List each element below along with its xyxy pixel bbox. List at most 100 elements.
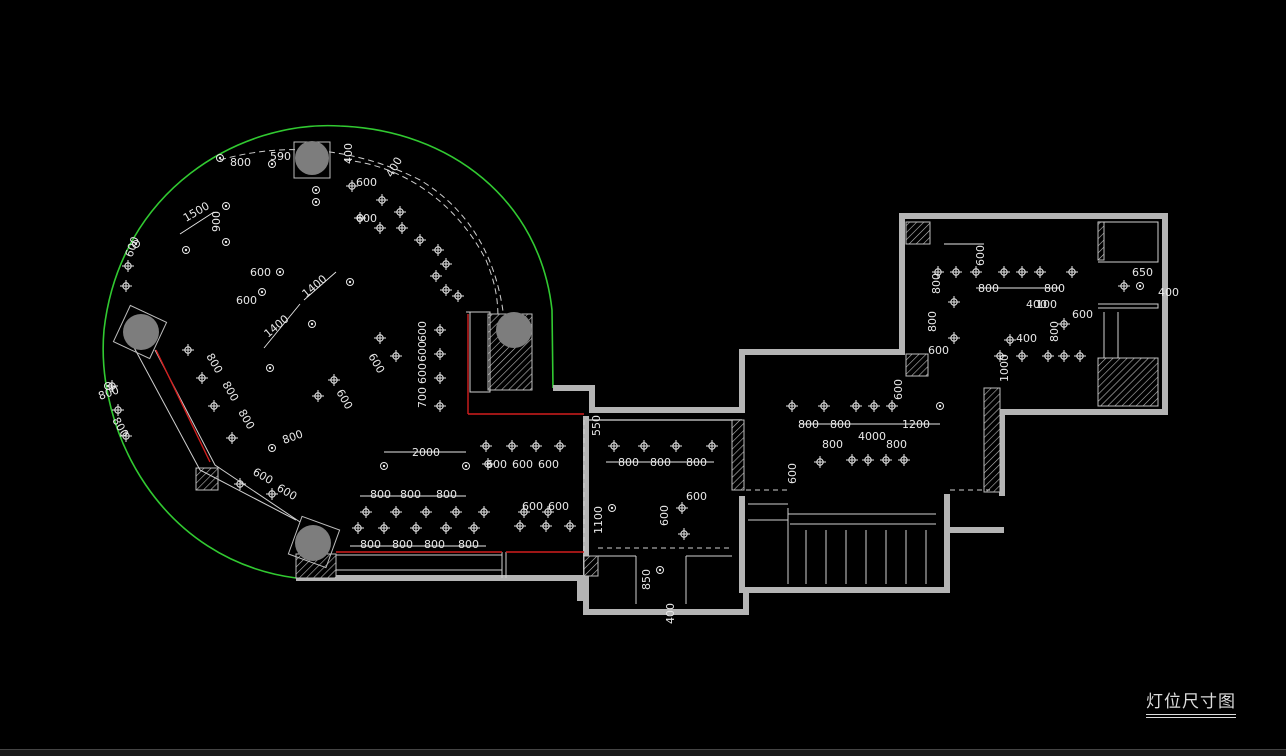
dimension-label: 550 — [590, 415, 603, 436]
spotlight-icon — [327, 373, 341, 387]
dimension-label: 700 — [416, 387, 429, 408]
dimension-label: 800 — [281, 427, 305, 446]
spotlight-icon — [433, 323, 447, 337]
downlight-icon — [222, 238, 230, 246]
spotlight-icon — [311, 389, 325, 403]
downlight-icon — [182, 246, 190, 254]
downlight-icon — [266, 364, 274, 372]
spotlight-icon — [1033, 265, 1047, 279]
dimension-label: 400 — [1158, 286, 1179, 299]
dimension-label: 800 — [930, 273, 943, 294]
dimension-label: 800 — [1048, 321, 1061, 342]
spotlight-icon — [1057, 349, 1071, 363]
spotlight-icon — [539, 519, 553, 533]
dimension-label: 800 — [978, 282, 999, 295]
spotlight-icon — [949, 265, 963, 279]
downlight-icon — [258, 288, 266, 296]
red-edge-lines — [155, 314, 584, 553]
spotlight-icon — [433, 399, 447, 413]
drawing-title: 灯位尺寸图 — [1146, 692, 1236, 718]
dimension-label: 800 — [830, 418, 851, 431]
spotlight-icon — [637, 439, 651, 453]
dimension-label: 800 — [230, 156, 251, 169]
dimension-label: 600 — [416, 321, 429, 342]
dimension-label: 800 — [458, 538, 479, 551]
dimension-label: 600 — [686, 490, 707, 503]
dimension-label: 400 — [664, 603, 677, 624]
dimension-label: 600 — [928, 344, 949, 357]
dimension-label: 650 — [1132, 266, 1153, 279]
downlight-icon — [608, 504, 616, 512]
spotlight-icon — [817, 399, 831, 413]
spotlight-icon — [677, 527, 691, 541]
dimension-label: 4000 — [858, 430, 886, 443]
spotlight-icon — [389, 505, 403, 519]
spotlight-icon — [785, 399, 799, 413]
spotlight-icon — [849, 399, 863, 413]
dimension-label: 600 — [786, 463, 799, 484]
dimension-label: 800 — [1044, 282, 1065, 295]
dimension-label: 800 — [360, 538, 381, 551]
spotlight-icon — [439, 283, 453, 297]
spotlight-icon — [1073, 349, 1087, 363]
spotlight-icon — [195, 371, 209, 385]
dimension-label: 600 — [365, 351, 387, 376]
spotlight-icon — [413, 233, 427, 247]
spotlight-icon — [393, 205, 407, 219]
spotlight-icon — [969, 265, 983, 279]
dimension-label: 400 — [383, 155, 405, 180]
dimension-label: 400 — [342, 143, 355, 164]
dimension-label: 600 — [236, 294, 257, 307]
dimension-label: 800 — [822, 438, 843, 451]
dimension-label: 800 — [686, 456, 707, 469]
downlight-icon — [268, 444, 276, 452]
dimension-label: 800 — [235, 407, 257, 432]
spotlight-icon — [449, 505, 463, 519]
dimension-label: 590 — [270, 150, 291, 163]
downlight-icon — [380, 462, 388, 470]
spotlight-icon — [225, 431, 239, 445]
spotlight-icon — [181, 343, 195, 357]
spotlight-icon — [433, 371, 447, 385]
spotlight-icon — [351, 521, 365, 535]
dimension-label: 800 — [798, 418, 819, 431]
spotlight-icon — [477, 505, 491, 519]
spotlight-icon — [433, 347, 447, 361]
dimension-label: 800 — [436, 488, 457, 501]
dimension-label: 600 — [250, 266, 271, 279]
dimension-label: 600 — [486, 458, 507, 471]
downlight-icon — [346, 278, 354, 286]
spotlight-icon — [813, 455, 827, 469]
spotlight-icon — [867, 399, 881, 413]
dimension-label: 800 — [424, 538, 445, 551]
spotlight-icon — [861, 453, 875, 467]
dimension-label: 600 — [538, 458, 559, 471]
dimension-label: 800 — [400, 488, 421, 501]
dimension-label: 600 — [512, 458, 533, 471]
dimension-label: 800 — [886, 438, 907, 451]
spotlight-icon — [563, 519, 577, 533]
spotlight-icon — [359, 505, 373, 519]
dimension-label: 850 — [640, 569, 653, 590]
spotlight-icon — [705, 439, 719, 453]
spotlight-icon — [375, 193, 389, 207]
downlight-icon — [462, 462, 470, 470]
dimension-label: 800 — [392, 538, 413, 551]
dimension-label: 600 — [548, 500, 569, 513]
dimension-lines — [179, 211, 1060, 547]
dimension-label: 800 — [926, 311, 939, 332]
spotlight-icon — [529, 439, 543, 453]
dimension-label: 600 — [416, 363, 429, 384]
staircase — [805, 530, 927, 584]
spotlight-icon — [119, 279, 133, 293]
spotlight-icon — [1117, 279, 1131, 293]
spotlight-icon — [1015, 349, 1029, 363]
downlight-icon — [222, 202, 230, 210]
curved-outline — [102, 124, 554, 579]
dimension-label: 1200 — [902, 418, 930, 431]
dimension-label: 800 — [219, 379, 241, 404]
dimension-label: 600 — [658, 505, 671, 526]
spotlight-icon — [419, 505, 433, 519]
status-strip — [0, 749, 1286, 756]
inner-dashed-arc — [219, 149, 506, 331]
